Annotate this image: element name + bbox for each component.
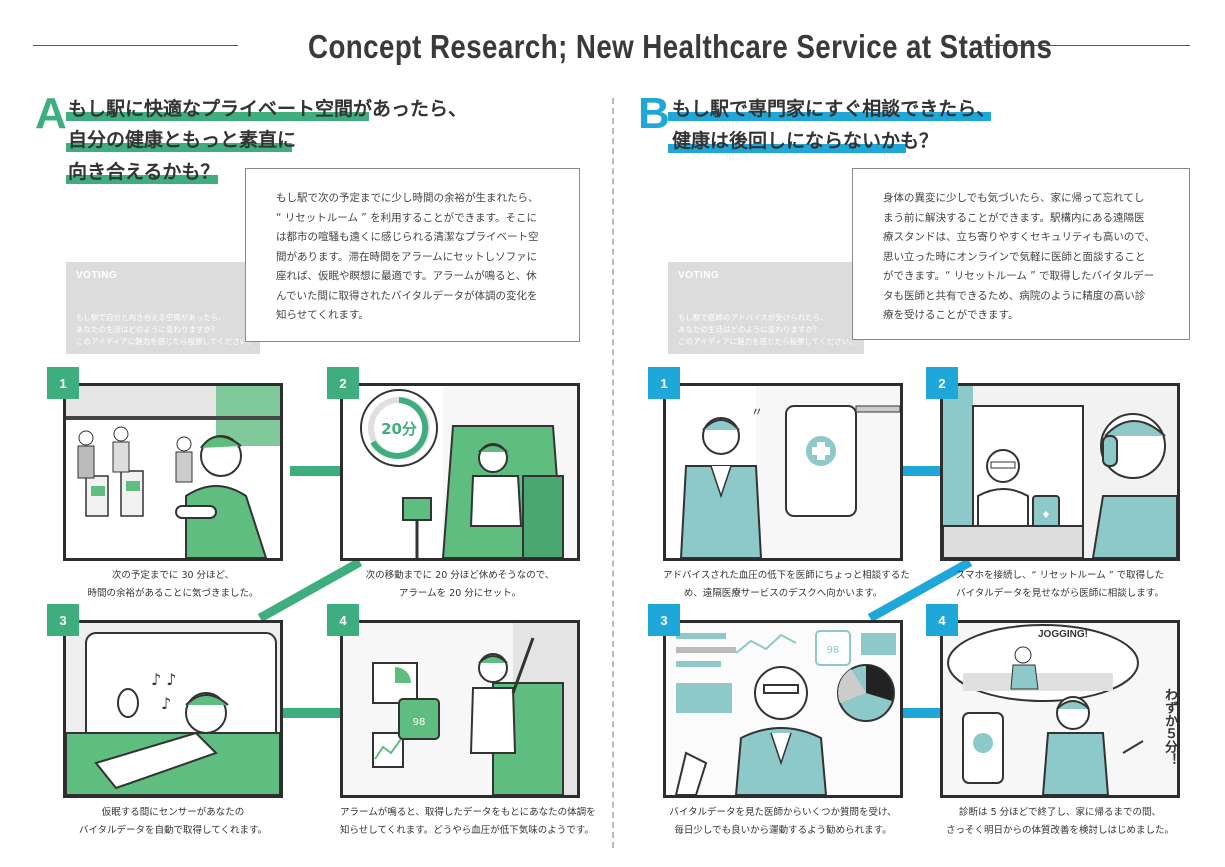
section-a-letter: A — [35, 89, 67, 138]
heading-highlight — [66, 143, 292, 152]
heading-highlight — [66, 112, 369, 121]
connector — [895, 466, 945, 476]
page-title: Concept Research; New Healthcare Service… — [308, 28, 1053, 65]
panel-number-badge: 4 — [327, 604, 359, 636]
panel-caption: バイタルデータを見た医師からいくつか質問を受け、毎日少しでも良いから運動するよう… — [669, 807, 897, 836]
panel-caption: 診断は 5 分ほどで終了し、家に帰るまでの間、さっそく明日からの体質改善を検討し… — [945, 807, 1174, 836]
panel-number-badge: 1 — [47, 367, 79, 399]
napping-illustration: ♪ ♪ ♪ — [66, 623, 280, 795]
panel-number-badge: 3 — [648, 604, 680, 636]
section-a-heading-line: 向き合えるかも？ — [68, 161, 220, 183]
connector — [257, 560, 363, 620]
panel-caption: スマホを接続し、“ リセットルーム ” で取得したバイタルデータを見せながら医師… — [955, 570, 1165, 599]
video-consultation-illustration — [943, 386, 1177, 558]
comic-panel-b2 — [940, 383, 1180, 561]
vital-score-text: 98 — [827, 645, 840, 656]
sofa-alarm-illustration: 20分 — [343, 386, 577, 558]
panel-caption: 次の移動までに 20 分ほど休めそうなので、アラームを 20 分にセット。 — [365, 570, 555, 599]
panel-number-badge: 1 — [648, 367, 680, 399]
intro-text-box: もし駅で次の予定までに少し時間の余裕が生まれたら、“ リセットルーム ” を利用… — [245, 168, 580, 342]
comic-panel-a4: 98 — [340, 620, 580, 798]
comic-panel-a2: 20分 — [340, 383, 580, 561]
panel-number-badge: 3 — [47, 604, 79, 636]
panel-side-text: わずか５分！ — [1162, 688, 1177, 766]
connector — [895, 708, 945, 718]
alarm-timer-text: 20分 — [381, 420, 417, 438]
station-gate-illustration — [66, 386, 280, 558]
panel-caption: アドバイスされた血圧の低下を医師にちょっと相談するため、遠隔医療サービスのデスク… — [663, 570, 910, 599]
panel-number-badge: 2 — [926, 367, 958, 399]
doctor-advice-illustration: 98 — [666, 623, 900, 795]
intro-text-box: 身体の異変に少しでも気づいたら、家に帰って忘れてしまう前に解決することができます… — [852, 168, 1190, 340]
comic-panel-b1: 〃 — [663, 383, 903, 561]
intro-text: 身体の異変に少しでも気づいたら、家に帰って忘れてしまう前に解決することができます… — [883, 192, 1155, 321]
section-a-heading-line: もし駅に快適なプライベート空間があったら、 — [68, 98, 468, 120]
title-rule-left — [33, 45, 238, 46]
heading-highlight — [66, 175, 218, 184]
section-b-letter: B — [638, 89, 670, 138]
panel-caption: 次の予定までに 30 分ほど、時間の余裕があることに気づきました。 — [87, 570, 259, 599]
panel-number-badge: 2 — [327, 367, 359, 399]
intro-text: もし駅で次の予定までに少し時間の余裕が生まれたら、“ リセットルーム ” を利用… — [276, 192, 539, 321]
voting-box[interactable]: VOTING もし駅で自分と向き合える空間があったら、あなたの生活はどのように変… — [66, 262, 260, 354]
telemedicine-stand-illustration: 〃 — [666, 386, 900, 558]
comic-panel-a3: ♪ ♪ ♪ — [63, 620, 283, 798]
section-b-heading-line: もし駅で専門家にすぐ相談できたら、 — [672, 98, 996, 120]
svg-text:♪ ♪: ♪ ♪ — [151, 670, 177, 689]
comic-panel-b3: 98 — [663, 620, 903, 798]
section-b-heading-line: 健康は後回しにならないかも？ — [672, 130, 939, 152]
heading-highlight — [668, 112, 991, 121]
panel-number-badge: 4 — [926, 604, 958, 636]
comic-panel-b4: JOGGING! — [940, 620, 1180, 798]
svg-text:♪: ♪ — [161, 694, 171, 713]
jogging-thought-illustration: JOGGING! — [943, 623, 1177, 795]
jogging-text: JOGGING! — [1038, 629, 1088, 640]
voting-title: VOTING — [76, 270, 118, 281]
voting-text: もし駅で自分と向き合える空間があったら、あなたの生活はどのように変わりますか？こ… — [76, 313, 255, 346]
voting-text: もし駅で医師のアドバイスが受けられたら、あなたの生活はどのように変わりますか？こ… — [678, 313, 857, 346]
center-divider — [612, 98, 614, 848]
panel-caption: 仮眠する間にセンサーがあなたのバイタルデータを自動で取得してくれます。 — [78, 807, 268, 836]
voting-box[interactable]: VOTING もし駅で医師のアドバイスが受けられたら、あなたの生活はどのように変… — [668, 262, 864, 354]
connector — [290, 466, 352, 476]
comic-panel-a1 — [63, 383, 283, 561]
connector — [275, 708, 345, 718]
title-rule-right — [982, 45, 1190, 46]
section-a-heading-line: 自分の健康ともっと素直に — [68, 129, 297, 151]
voting-title: VOTING — [678, 270, 720, 281]
heading-highlight — [668, 144, 906, 153]
svg-text:〃: 〃 — [751, 405, 763, 419]
connector — [867, 560, 973, 620]
vital-score-text: 98 — [413, 717, 426, 728]
vital-data-illustration: 98 — [343, 623, 577, 795]
panel-caption: アラームが鳴ると、取得したデータをもとにあなたの体調を知らせしてくれます。どうや… — [340, 807, 596, 836]
